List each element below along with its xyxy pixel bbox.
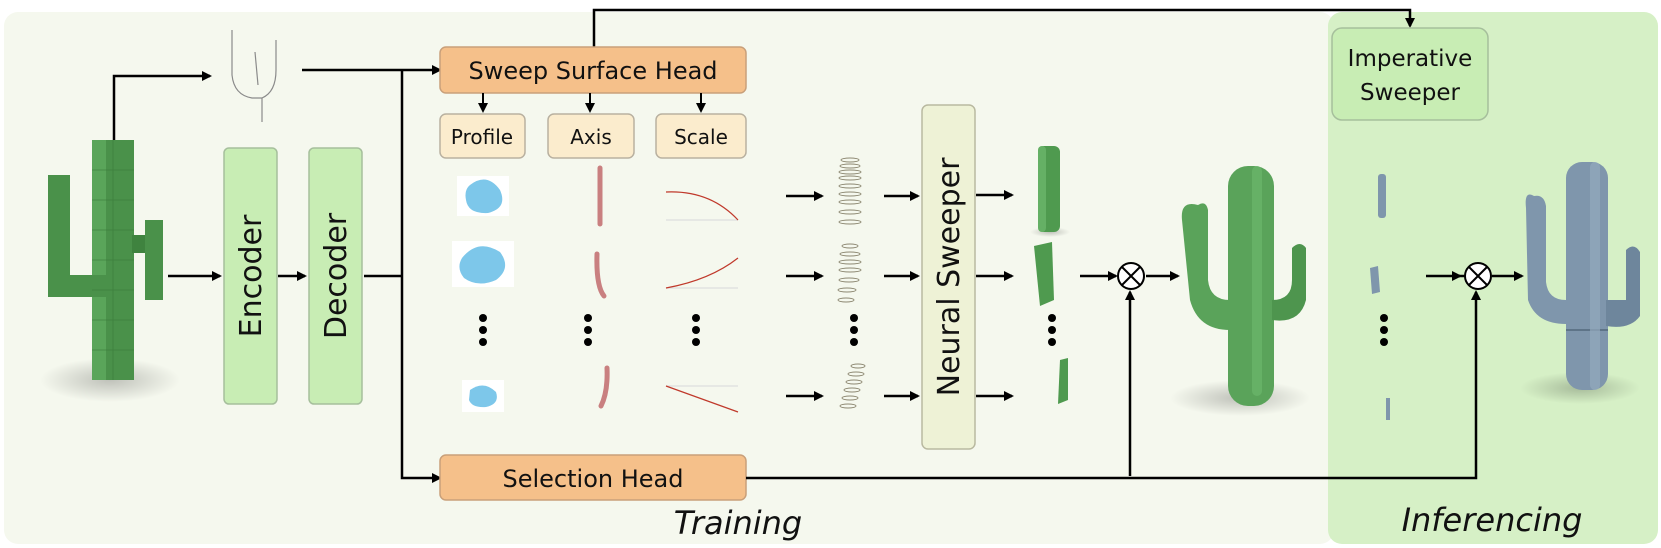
decoder-label: Decoder (319, 212, 354, 339)
reconstructed-blue-cactus (1520, 162, 1640, 404)
imperative-sweeper-block (1331, 27, 1489, 121)
skeleton-sketch (231, 30, 277, 122)
union-operator-inference (1464, 262, 1492, 290)
sweep-surface-head-label: Sweep Surface Head (468, 57, 717, 85)
inferencing-title: Inferencing (1402, 501, 1583, 539)
profile-label: Profile (451, 125, 513, 149)
blue-segments (1370, 174, 1390, 420)
ellipsis-column (479, 314, 1388, 346)
decoder-block (308, 147, 363, 405)
neural-sweeper-block (921, 104, 976, 450)
scale-block (655, 113, 747, 159)
input-voxel-cactus (40, 140, 180, 402)
encoder-block (223, 147, 278, 405)
axis-block (547, 113, 635, 159)
wireframe-sweeps (837, 157, 866, 409)
union-arrows (1080, 271, 1474, 476)
union-operator (1117, 262, 1145, 290)
profile-shapes (452, 176, 514, 412)
selection-head-label: Selection Head (503, 465, 684, 493)
scale-plots (665, 191, 739, 413)
scale-label: Scale (674, 125, 728, 149)
axis-curves (594, 165, 610, 409)
profile-block (439, 113, 526, 159)
axis-label: Axis (570, 125, 612, 149)
reconstructed-green-cactus (1170, 166, 1310, 416)
selection-output-line (746, 290, 1481, 480)
arrows-from-neural-sweeper (976, 190, 1014, 401)
arrows-to-samples (786, 191, 920, 401)
training-region (4, 12, 1334, 544)
sweep-surface-head (439, 46, 747, 94)
encoder-label: Encoder (234, 214, 269, 337)
training-title: Training (674, 504, 802, 542)
head-branch-arrows (478, 93, 706, 113)
neural-sweeper-label: Neural Sweeper (932, 157, 967, 396)
green-segments (1030, 146, 1070, 404)
imperative-sweeper-label-2: Sweeper (1360, 80, 1460, 106)
connectors-left (112, 8, 1415, 483)
inference-region (1328, 12, 1658, 544)
imperative-sweeper-label-1: Imperative (1348, 46, 1473, 72)
